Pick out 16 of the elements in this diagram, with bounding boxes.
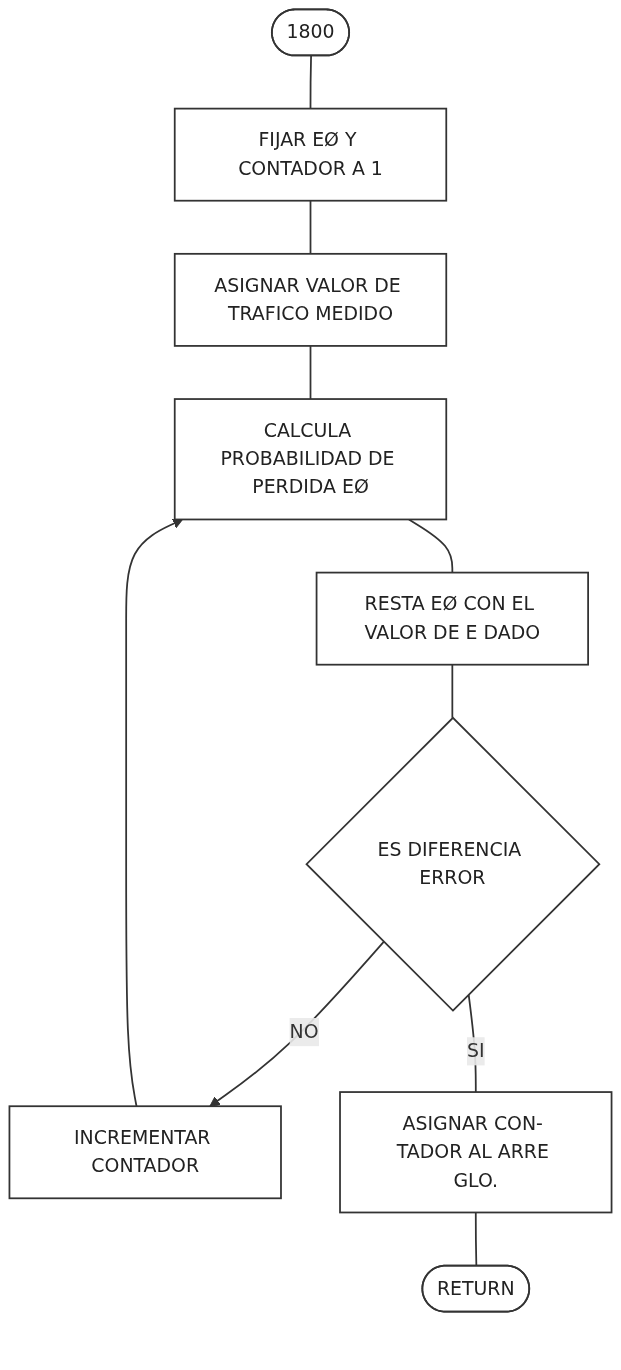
arrow [125, 518, 184, 1108]
connector [309, 199, 312, 255]
connector [408, 518, 454, 574]
edge-label: NO [289, 1020, 319, 1043]
edge-label: SI [467, 1039, 485, 1062]
node-diamond: ES DIFERENCIA ERROR [305, 716, 601, 1012]
connector [309, 55, 312, 110]
connector [309, 345, 312, 400]
node-box: CALCULA PROBABILIDAD DE PERDIDA EØ [173, 398, 448, 521]
arrow [209, 941, 385, 1107]
node-box: FIJAR EØ Y CONTADOR A 1 [173, 107, 448, 202]
node-box: ASIGNAR CON- TADOR AL ARRE GLO. [339, 1091, 613, 1214]
node-box: INCREMENTAR CONTADOR [8, 1105, 282, 1200]
node-box: RESTA EØ CON EL VALOR DE E DADO [315, 571, 589, 666]
connector [451, 663, 454, 719]
node-box: ASIGNAR VALOR DE TRAFICO MEDIDO [173, 252, 448, 347]
